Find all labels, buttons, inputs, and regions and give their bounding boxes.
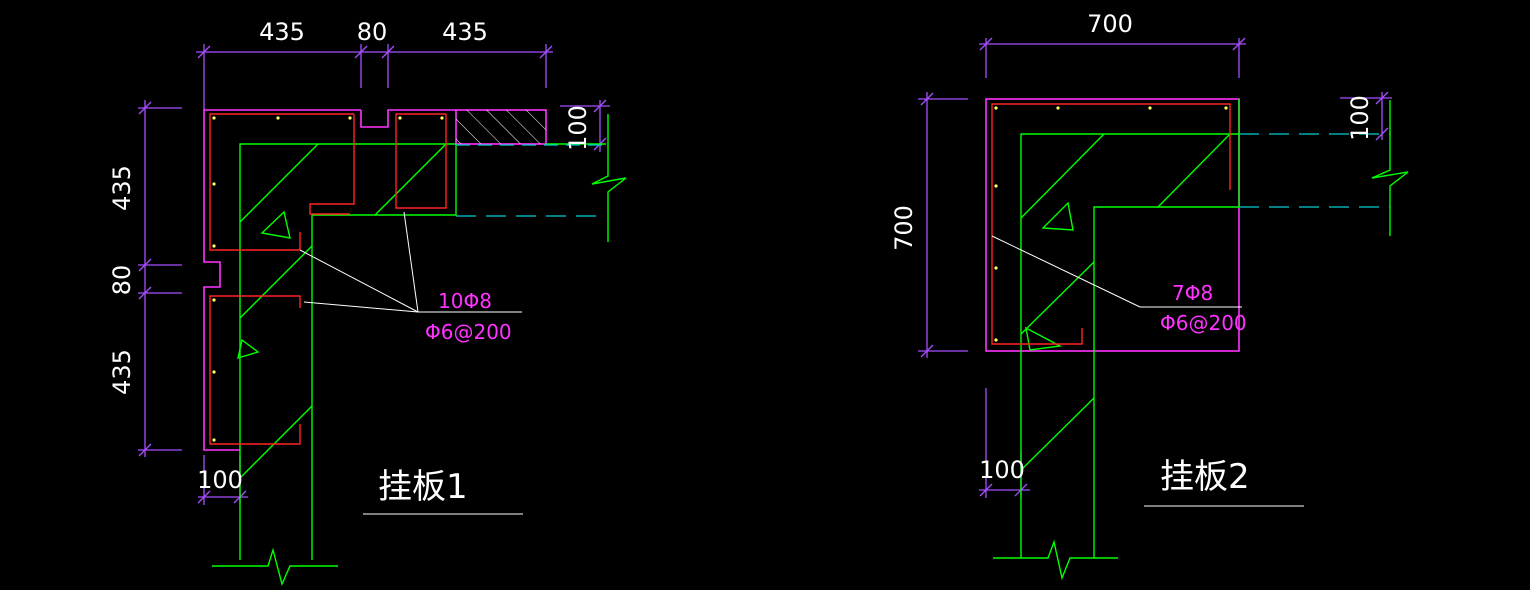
panel-1-outline — [203, 109, 547, 451]
panel-2-dim-slab-thickness: 100 — [1346, 95, 1374, 141]
panel-1-dim-wall-offset: 100 — [197, 466, 243, 494]
panel-1-centerline — [456, 144, 606, 217]
panel-2-concrete — [993, 99, 1409, 581]
panel-1-dim-side-top: 435 — [108, 165, 136, 211]
panel-1-dim-top-gap: 80 — [357, 18, 388, 46]
panel-1-rebar — [209, 113, 447, 445]
panel-2-outline — [985, 98, 1240, 352]
panel-2-leaders — [991, 235, 1242, 308]
panel-1-leaders — [299, 211, 522, 313]
panel-1-title: 挂板1 — [378, 467, 468, 507]
panel-1-dim-side-gap: 80 — [108, 265, 136, 296]
panel-2-callout-main-rebar: 7Φ8 — [1172, 281, 1213, 305]
panel-2-dim-side: 700 — [890, 205, 918, 251]
panel-1-callout-stirrup: Φ6@200 — [425, 320, 512, 344]
panel-1-drawing: 435 80 435 435 80 435 100 100 10Φ8 Φ6@20… — [108, 18, 627, 587]
panel-2-rebar — [991, 103, 1231, 345]
panel-2-dim-top: 700 — [1087, 10, 1133, 38]
panel-1-rebar-dots — [212, 116, 444, 442]
panel-1-callout-main-rebar: 10Φ8 — [438, 289, 492, 313]
panel-1-dim-top-right: 435 — [442, 18, 488, 46]
panel-2-centerline — [1239, 133, 1390, 208]
panel-1-concrete — [212, 114, 627, 587]
panel-2-rebar-dots — [994, 106, 1228, 342]
panel-1-dim-side-bottom: 435 — [108, 349, 136, 395]
panel-2-dimensions — [918, 37, 1392, 498]
panel-1-dim-slab-thickness: 100 — [564, 105, 592, 151]
panel-1-dim-top-left: 435 — [259, 18, 305, 46]
panel-2-dim-wall-offset: 100 — [979, 456, 1025, 484]
panel-2-title: 挂板2 — [1160, 457, 1250, 497]
panel-2-drawing: 700 700 100 100 7Φ8 Φ6@200 挂板2 — [890, 10, 1409, 581]
panel-1-hatch-block — [456, 110, 546, 144]
panel-2-callout-stirrup: Φ6@200 — [1160, 311, 1247, 335]
